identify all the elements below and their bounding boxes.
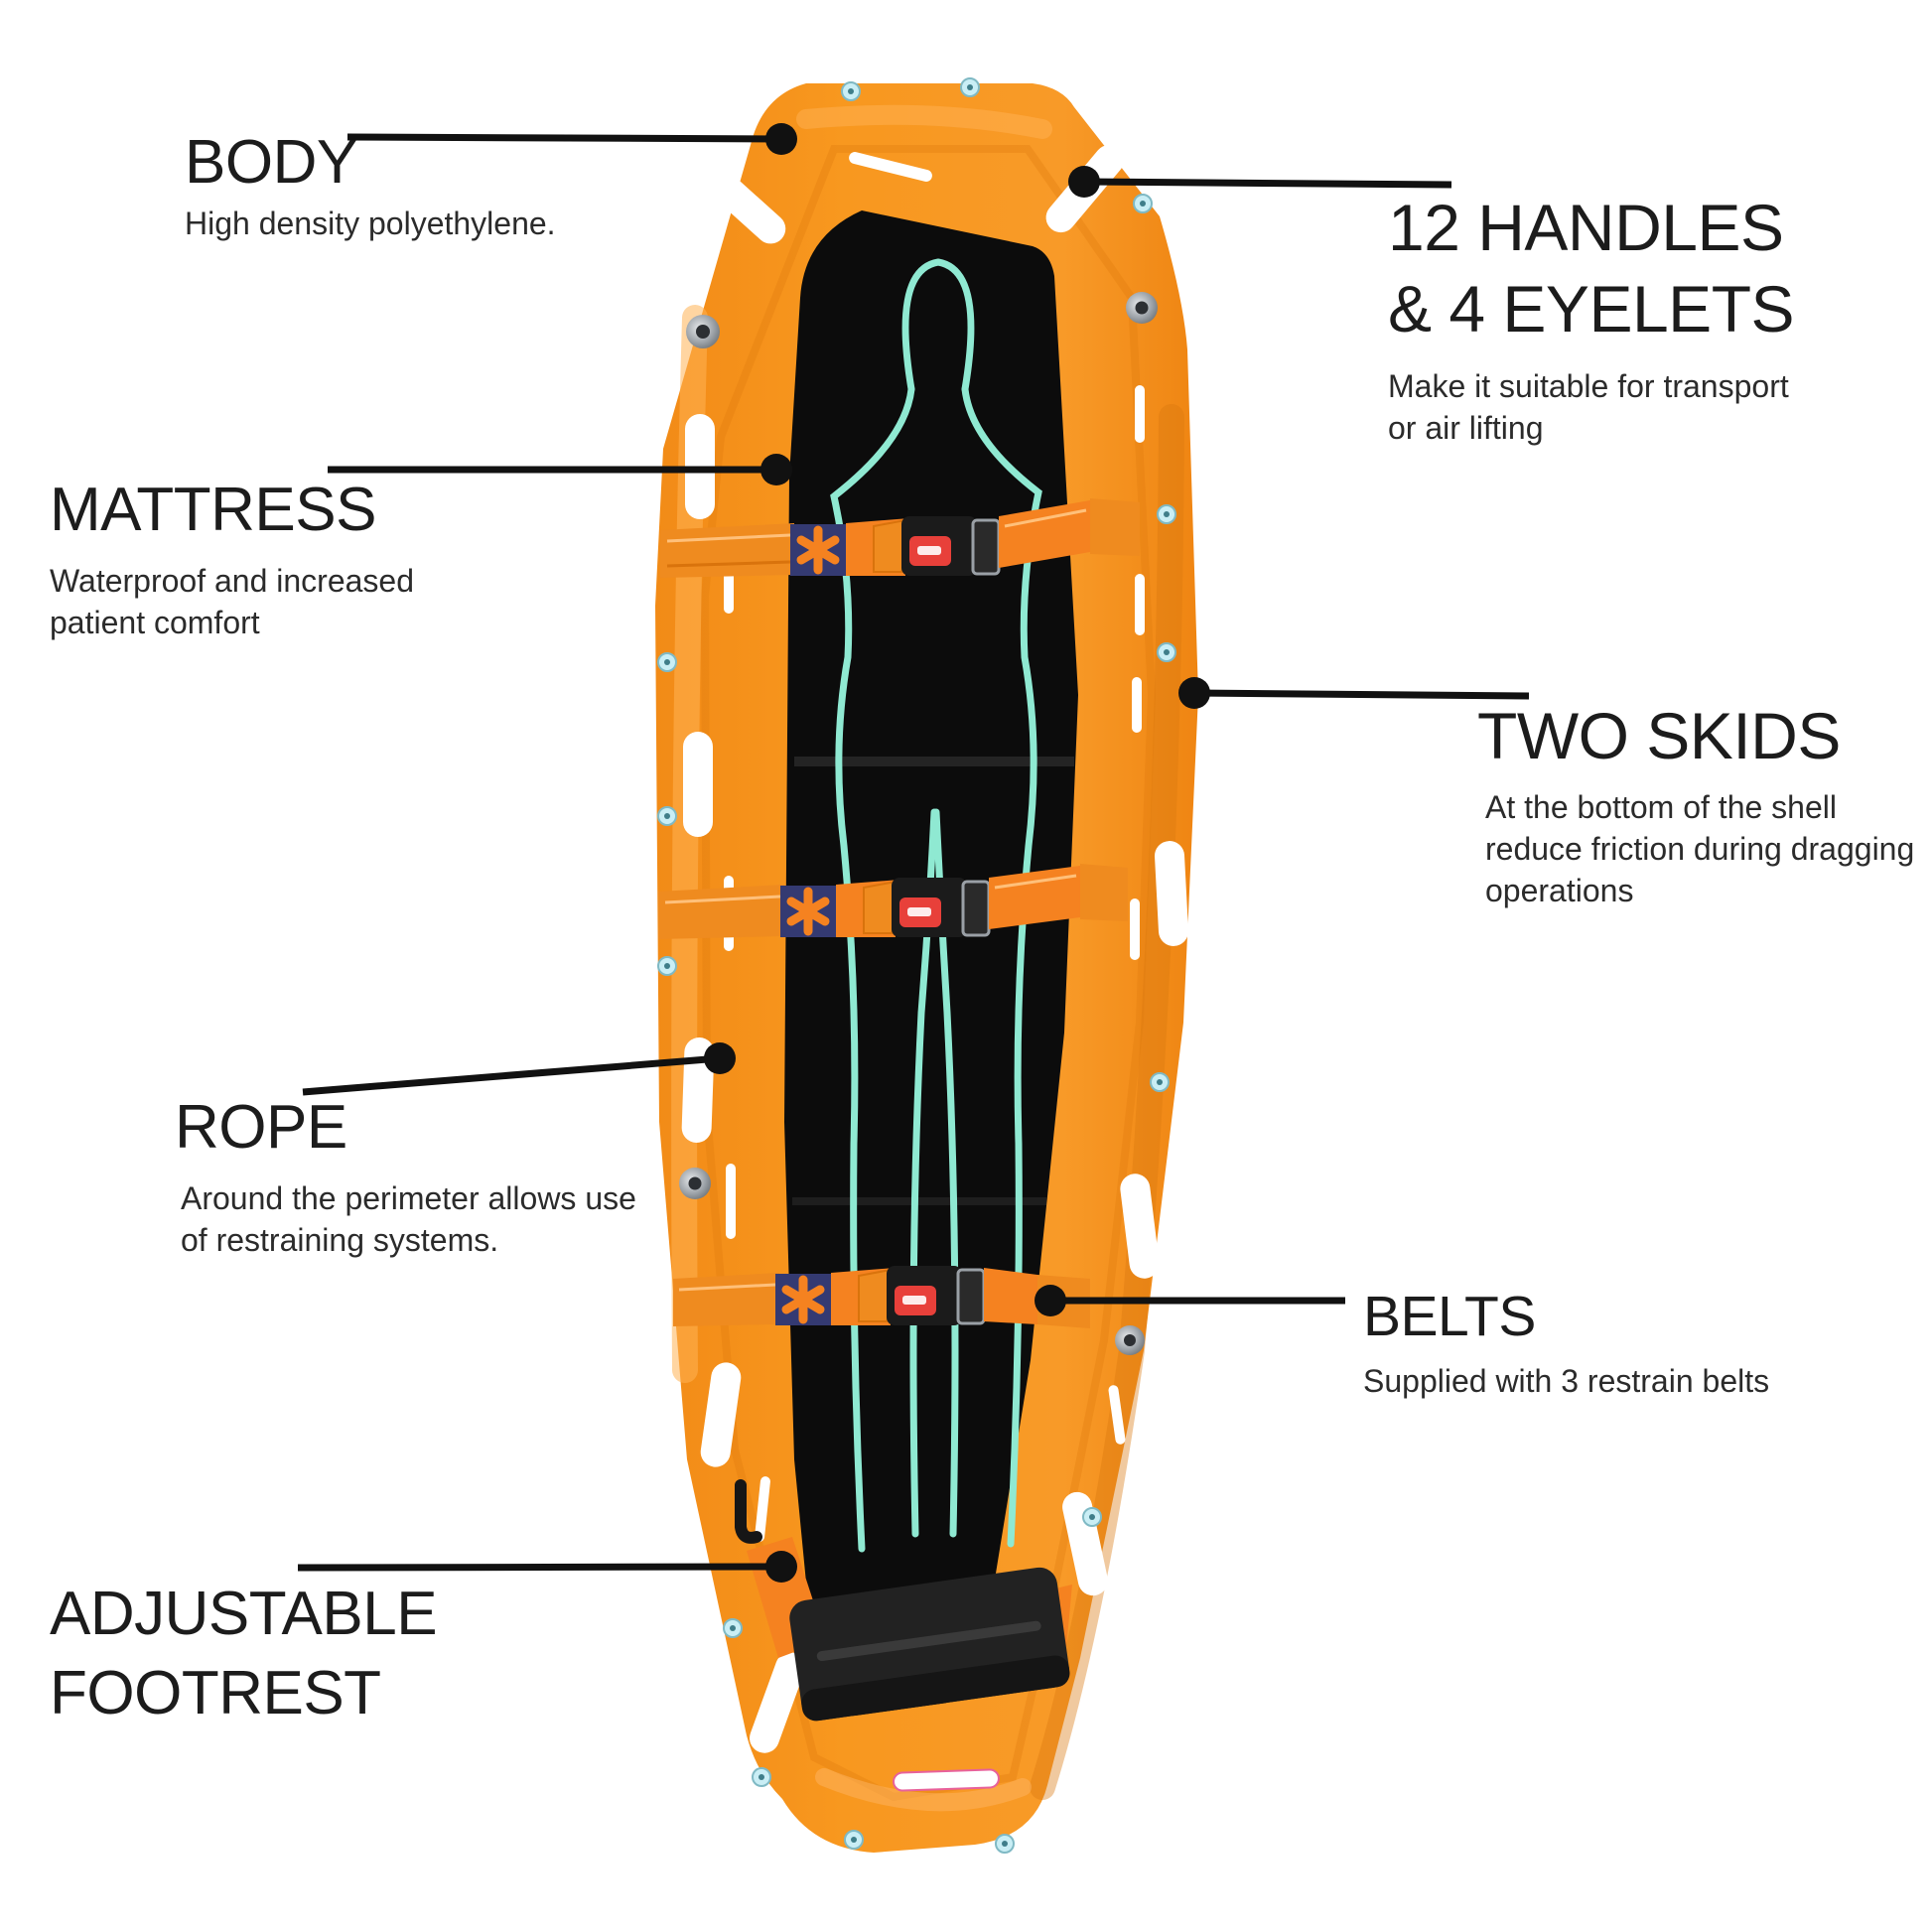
- handle-slot: [1155, 841, 1188, 946]
- label-body-desc: High density polyethylene.: [185, 205, 556, 241]
- buckle-loop: [971, 518, 1001, 576]
- handle-slots: [681, 144, 1188, 1753]
- buckle-loop: [956, 1268, 986, 1325]
- belt-hip: [658, 864, 1128, 939]
- handle-slot: [1120, 1173, 1160, 1279]
- label-footrest: ADJUSTABLE FOOTREST: [50, 1575, 438, 1733]
- handle-slot: [699, 163, 786, 244]
- footrest-crease: [816, 1620, 1041, 1662]
- leader-dots: [704, 123, 1210, 1583]
- leader-skids: [1193, 689, 1530, 700]
- dot-belts: [1035, 1285, 1066, 1316]
- mattress-seam: [794, 757, 1074, 766]
- eyelets: [679, 292, 1158, 1355]
- label-mattress-desc: Waterproof and increased patient comfort: [50, 562, 415, 640]
- belt-chest: [660, 498, 1140, 578]
- label-rope: ROPE Around the perimeter allows use of …: [175, 1090, 636, 1261]
- belt-legs: [673, 1266, 1090, 1328]
- shell-head-highlight: [796, 104, 1052, 139]
- leader-body: [346, 133, 782, 143]
- label-skids-title: TWO SKIDS: [1477, 699, 1841, 772]
- label-skids-desc: At the bottom of the shell reduce fricti…: [1485, 789, 1915, 908]
- label-belts-title: BELTS: [1363, 1285, 1536, 1348]
- mattress-seam: [792, 1197, 1046, 1205]
- shell-foot-highlight: [815, 1768, 1032, 1812]
- label-skids: TWO SKIDS At the bottom of the shell red…: [1477, 695, 1914, 911]
- leader-lines: [297, 133, 1530, 1572]
- leader-handles: [1083, 178, 1452, 189]
- label-body: BODY High density polyethylene.: [185, 125, 556, 244]
- inner-slot-slivers: [724, 152, 1145, 1542]
- leader-footrest: [297, 1563, 782, 1572]
- label-rope-title: ROPE: [175, 1093, 347, 1162]
- label-handles-desc: Make it suitable for transport or air li…: [1388, 368, 1789, 446]
- belt-anchor: [1080, 864, 1128, 921]
- star-of-life-icon: [781, 1275, 825, 1324]
- label-handles-title-line2: & 4 EYELETS: [1388, 272, 1795, 345]
- screws: [657, 77, 1176, 1854]
- dot-mattress: [760, 454, 792, 485]
- reflective-sticker: [893, 1768, 1000, 1792]
- footrest-hook: [735, 1479, 762, 1544]
- leader-rope: [302, 1054, 721, 1096]
- dot-rope: [704, 1042, 736, 1074]
- label-mattress-title: MATTRESS: [50, 476, 376, 544]
- handle-slot: [1062, 1491, 1108, 1596]
- handle-slot: [683, 732, 713, 837]
- label-body-title: BODY: [185, 128, 357, 197]
- dot-handles: [1068, 166, 1100, 198]
- label-belts-desc: Supplied with 3 restrain belts: [1363, 1362, 1770, 1399]
- label-footrest-title-line1: ADJUSTABLE: [50, 1580, 438, 1648]
- star-of-life-icon: [796, 525, 840, 575]
- dot-skids: [1178, 677, 1210, 709]
- label-handles-title-line1: 12 HANDLES: [1388, 191, 1784, 264]
- dot-body: [765, 123, 797, 155]
- label-belts: BELTS Supplied with 3 restrain belts: [1363, 1283, 1769, 1402]
- handle-slot: [750, 1652, 805, 1753]
- label-handles: 12 HANDLES & 4 EYELETS Make it suitable …: [1388, 187, 1795, 449]
- label-mattress: MATTRESS Waterproof and increased patien…: [50, 473, 414, 643]
- footrest: [735, 1479, 1072, 1722]
- handle-slot: [700, 1362, 742, 1467]
- label-footrest-title-line2: FOOTREST: [50, 1659, 381, 1727]
- star-of-life-icon: [786, 887, 830, 936]
- label-rope-desc: Around the perimeter allows use of restr…: [181, 1179, 636, 1258]
- buckle-loop: [961, 880, 991, 937]
- belt-anchor: [1090, 498, 1140, 556]
- dot-footrest: [765, 1551, 797, 1583]
